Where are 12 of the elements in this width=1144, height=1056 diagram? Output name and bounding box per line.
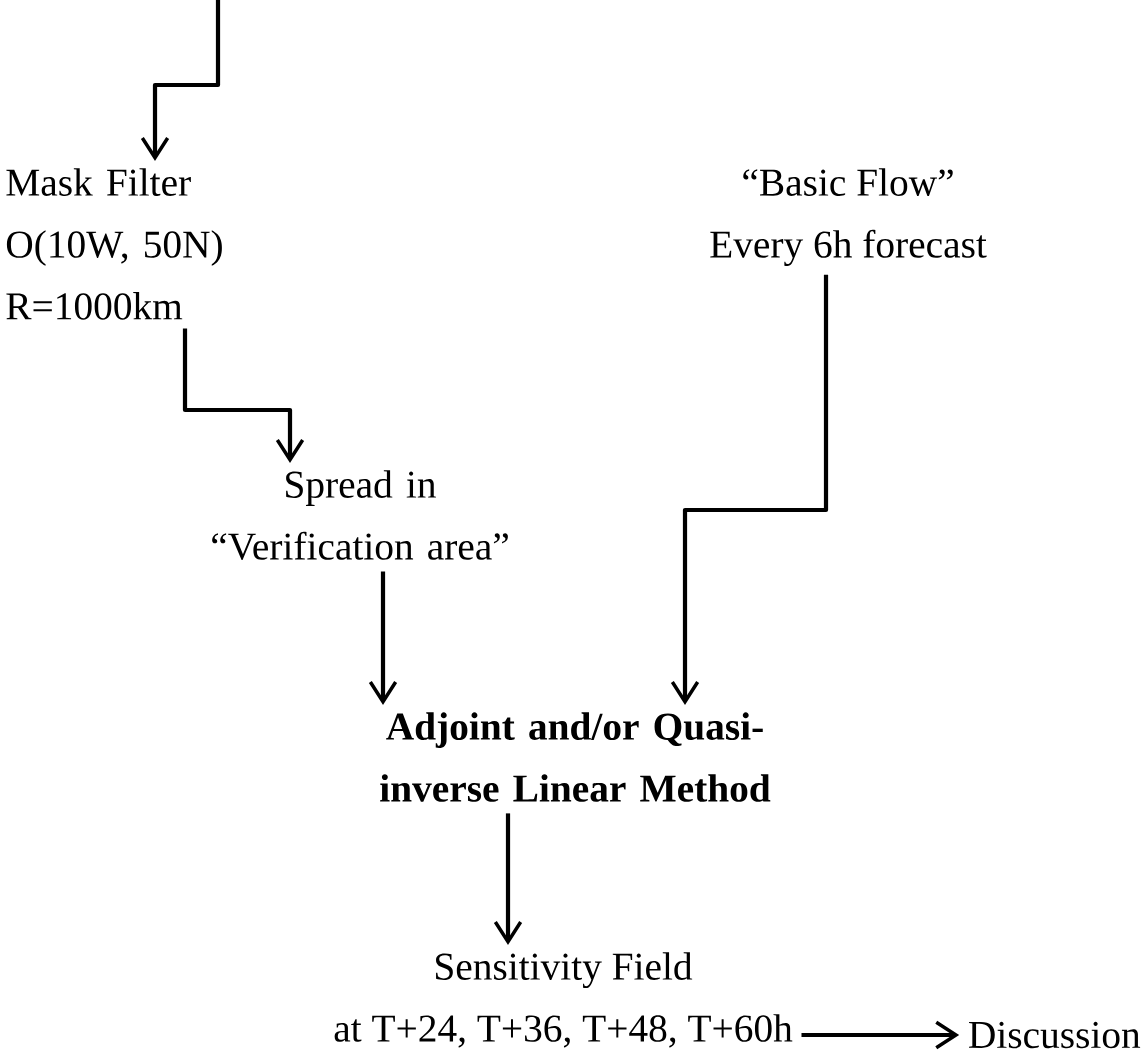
text-label: Sensitivity Field at T+24, T+36, T+48, T+60h [334,952,793,1048]
text-label: Spread in “Verification area” [212,470,508,561]
arrow [670,274,829,705]
arrow [140,0,221,161]
arrow [182,328,305,463]
arrow [368,571,398,705]
arrow [493,813,523,945]
text-label: Mask Filter O(10W, 50N) R=1000km [6,168,222,320]
arrow [801,1020,960,1050]
text-label: Adjoint and/or Quasi-inverse Linear Method [380,712,771,802]
text-label: “Basic Flow” Every 6h forecast [710,168,987,266]
text-label: Discussion [969,1021,1141,1049]
